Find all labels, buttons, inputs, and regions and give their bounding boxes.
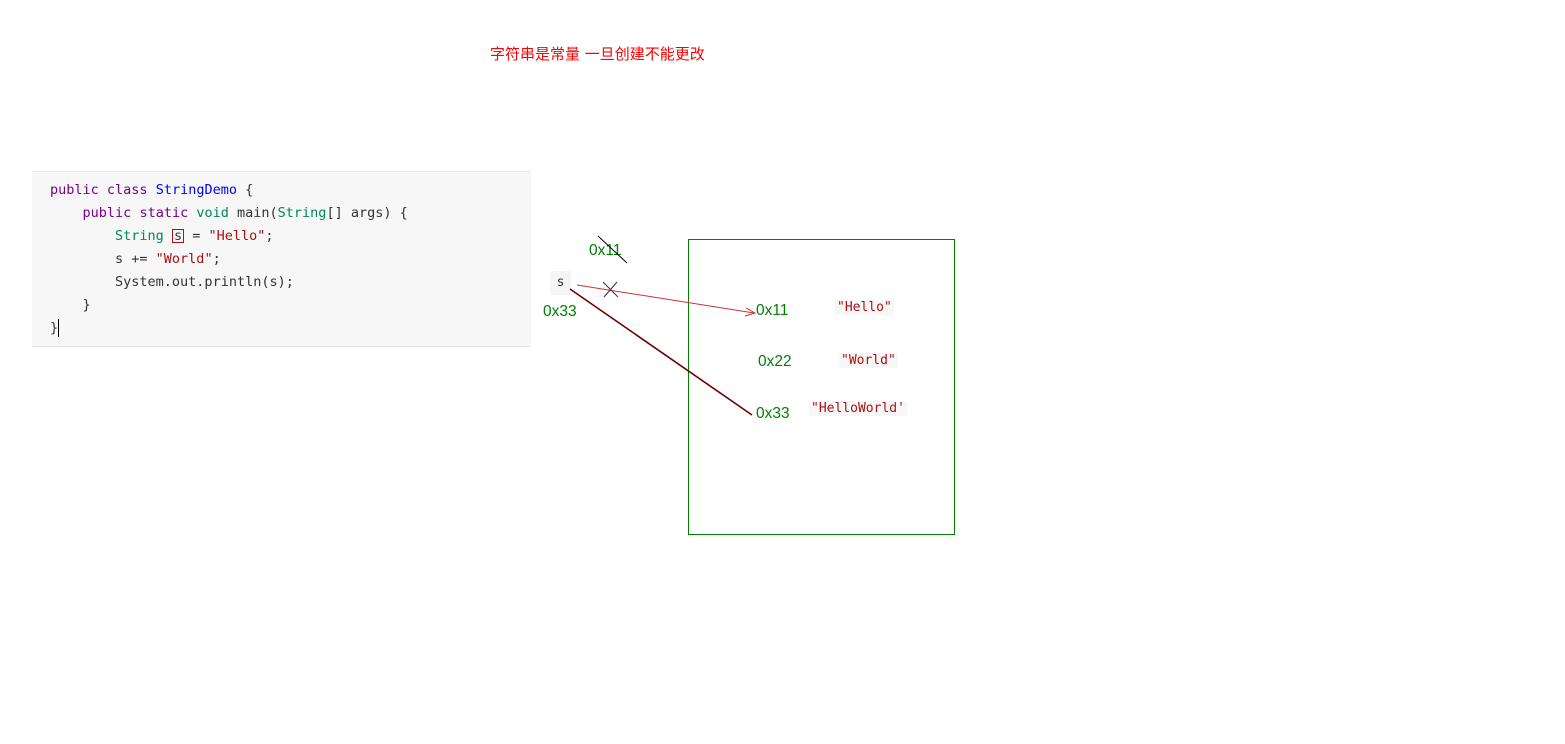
- old-reference-arrow: [576, 284, 755, 314]
- memory-pool-box: [688, 239, 955, 535]
- arrowhead-icon: [744, 307, 757, 317]
- code-line-6: }: [50, 295, 91, 315]
- keyword-public: public: [50, 182, 99, 198]
- text-cursor: [58, 319, 60, 337]
- code-line-3: String s = "Hello";: [50, 226, 274, 246]
- code-block[interactable]: public class StringDemo { public static …: [32, 171, 531, 347]
- keyword-public: public: [82, 205, 132, 221]
- code-line-4: s += "World";: [50, 249, 221, 269]
- annotation-note: 字符串是常量 一旦创建不能更改: [490, 45, 705, 63]
- memory-address-0x11: 0x11: [756, 302, 789, 319]
- new-address-label: 0x33: [543, 303, 577, 320]
- memory-address-0x22: 0x22: [758, 353, 792, 370]
- memory-value-world: "World": [839, 353, 898, 368]
- strike-old-address: [597, 235, 628, 264]
- code-line-1: public class StringDemo {: [50, 180, 253, 200]
- code-line-7: }: [50, 318, 60, 338]
- method-main: main(: [228, 205, 278, 221]
- old-address-label: 0x11: [589, 242, 622, 259]
- memory-value-helloworld: "HelloWorld': [809, 401, 907, 416]
- code-line-5: System.out.println(s);: [50, 272, 294, 292]
- type-string: String: [115, 228, 164, 244]
- keyword-static: static: [139, 205, 189, 221]
- semicolon: ;: [212, 251, 221, 267]
- memory-value-hello: "Hello": [835, 300, 894, 315]
- println-statement: System.out.println(s);: [115, 274, 294, 290]
- code-line-2: public static void main(String[] args) {: [50, 203, 408, 223]
- keyword-class: class: [106, 182, 148, 198]
- assign-op: =: [184, 228, 209, 244]
- keyword-void: void: [196, 205, 229, 221]
- semicolon: ;: [265, 228, 274, 244]
- new-reference-line: [569, 288, 753, 416]
- closing-brace-class: }: [50, 320, 59, 336]
- cross-mark-right: [603, 281, 618, 298]
- memory-address-0x33: 0x33: [756, 405, 790, 422]
- closing-brace-method: }: [82, 297, 91, 313]
- concat-statement: s +=: [115, 251, 156, 267]
- code-brace: {: [236, 182, 254, 198]
- variable-s-highlight: s: [171, 228, 185, 244]
- string-literal-hello: "Hello": [208, 228, 266, 244]
- class-name: StringDemo: [155, 182, 237, 198]
- method-args: [] args) {: [326, 205, 408, 221]
- string-literal-world: "World": [155, 251, 213, 267]
- type-string: String: [277, 205, 327, 221]
- variable-s-box: s: [550, 271, 571, 295]
